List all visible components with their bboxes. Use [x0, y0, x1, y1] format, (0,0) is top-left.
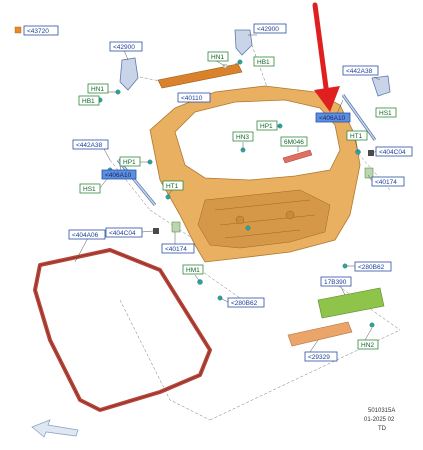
reference-initials: TD — [378, 426, 387, 432]
label-ht1-left: HT1 — [162, 180, 184, 191]
svg-text:<42900: <42900 — [113, 44, 135, 51]
label-hn3: HN3 — [232, 131, 254, 142]
svg-text:HN3: HN3 — [236, 134, 249, 141]
label-hs1-right: HS1 — [375, 107, 397, 118]
label-hp1-top: HP1 — [256, 120, 278, 131]
label-40174-left: <40174 — [161, 243, 195, 254]
red-pointer-arrow-icon — [312, 2, 340, 112]
gas-strut-left — [116, 159, 157, 206]
svg-text:HP1: HP1 — [260, 123, 273, 130]
label-6m046: 6M046 — [280, 136, 308, 147]
label-442a38-left: <442A38 — [72, 139, 109, 150]
svg-text:<406A10: <406A10 — [319, 115, 346, 122]
lower-trim — [287, 321, 353, 347]
label-hn2: HN2 — [357, 339, 379, 350]
hinge-right — [234, 29, 253, 56]
gas-strut-right — [341, 94, 377, 141]
label-hn1-left: HN1 — [87, 83, 109, 94]
svg-text:<43720: <43720 — [27, 28, 49, 35]
reference-code: 5010315A — [368, 408, 395, 414]
svg-text:HM1: HM1 — [186, 267, 200, 274]
label-40110: <40110 — [177, 92, 211, 103]
svg-text:<29329: <29329 — [308, 354, 330, 361]
label-hn1-top: HN1 — [207, 51, 229, 62]
label-hb1-top: HB1 — [253, 56, 275, 67]
leader-lines — [74, 34, 385, 353]
svg-text:<40174: <40174 — [165, 246, 187, 253]
label-hp1-left: HP1 — [119, 156, 141, 167]
label-ht1-right: HT1 — [346, 130, 368, 141]
license-plate-panel — [317, 287, 385, 319]
svg-text:HB1: HB1 — [257, 59, 270, 66]
callout-labels: <43720 <42900 <42900 HN1 HB1 HN1 HB1 <4 — [23, 23, 413, 362]
label-404a06: <404A06 — [68, 229, 106, 240]
spoiler-bar — [157, 63, 243, 89]
svg-text:HT1: HT1 — [166, 183, 179, 190]
svg-text:HP1: HP1 — [123, 159, 136, 166]
door-seal — [33, 248, 212, 412]
svg-text:HN1: HN1 — [211, 54, 224, 61]
svg-text:6M046: 6M046 — [284, 139, 304, 146]
front-direction-arrow-icon — [31, 419, 79, 438]
label-406a10-right-highlighted: <406A10 — [315, 112, 351, 123]
svg-text:<442A38: <442A38 — [76, 142, 103, 149]
svg-text:<406A10: <406A10 — [105, 172, 132, 179]
brake-light — [282, 149, 313, 164]
svg-text:HB1: HB1 — [82, 98, 95, 105]
svg-text:<404C04: <404C04 — [109, 230, 136, 237]
svg-text:<280B62: <280B62 — [358, 264, 385, 271]
label-442a38-right: <442A38 — [342, 65, 379, 76]
svg-text:HS1: HS1 — [379, 110, 392, 117]
label-404c04-right: <404C04 — [375, 146, 413, 157]
label-29329: <29329 — [304, 351, 338, 362]
svg-text:HN2: HN2 — [361, 342, 374, 349]
label-42900-left: <42900 — [109, 41, 143, 52]
svg-text:<40110: <40110 — [181, 95, 203, 102]
svg-text:HT1: HT1 — [350, 133, 363, 140]
liftgate-panel — [149, 85, 361, 263]
label-42900-right: <42900 — [253, 23, 287, 34]
label-280b62-right: <280B62 — [354, 261, 392, 272]
svg-text:HN1: HN1 — [91, 86, 104, 93]
label-hm1: HM1 — [182, 264, 204, 275]
svg-text:<404C04: <404C04 — [379, 149, 406, 156]
label-hs1-left: HS1 — [79, 183, 101, 194]
label-406a10-left-highlighted: <406A10 — [101, 169, 137, 180]
hinge-left — [119, 57, 139, 91]
label-17b390: 17B390 — [320, 276, 352, 287]
svg-text:17B390: 17B390 — [324, 279, 347, 286]
label-280b62-bottom: <280B62 — [227, 297, 265, 308]
svg-text:<42900: <42900 — [257, 26, 279, 33]
svg-text:HS1: HS1 — [83, 186, 96, 193]
label-40174-right: <40174 — [371, 176, 405, 187]
label-404c04-left: <404C04 — [105, 227, 143, 238]
svg-text:<40174: <40174 — [375, 179, 397, 186]
bracket-right — [371, 75, 391, 97]
label-hb1-left: HB1 — [78, 95, 100, 106]
label-43720: <43720 — [23, 25, 59, 36]
diagram-reference: 5010315A 01-2025 02 TD — [364, 408, 395, 432]
svg-text:<442A38: <442A38 — [346, 68, 373, 75]
svg-text:<404A06: <404A06 — [72, 232, 99, 239]
reference-date: 01-2025 02 — [364, 417, 395, 423]
svg-text:<280B62: <280B62 — [231, 300, 258, 307]
